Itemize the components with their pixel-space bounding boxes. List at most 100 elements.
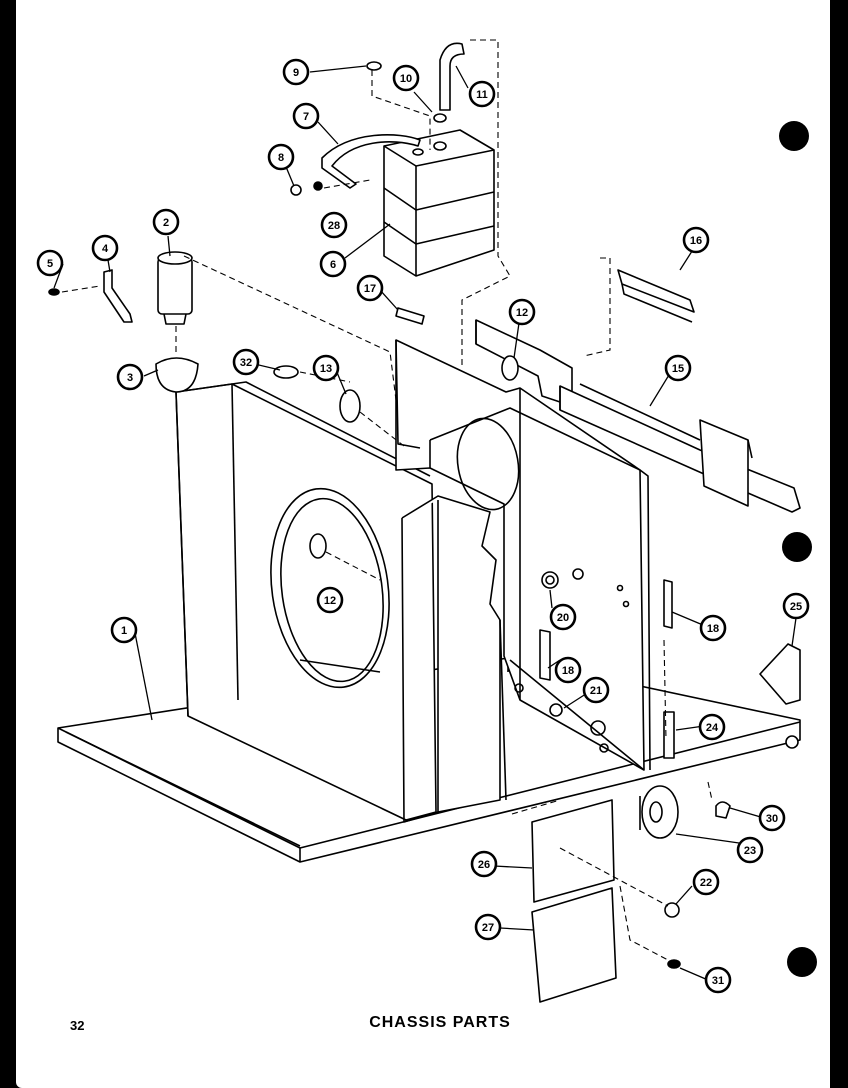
callout-15: 15 xyxy=(664,354,692,382)
nut-22 xyxy=(664,902,680,918)
callout-22: 22 xyxy=(692,868,720,896)
binder-hole xyxy=(782,532,812,562)
callout-13: 13 xyxy=(312,354,340,382)
capacitor-clamp xyxy=(103,269,133,323)
svg-text:6: 6 xyxy=(330,259,336,271)
tank-strap xyxy=(321,134,421,189)
grommet-10 xyxy=(433,113,447,123)
strip-24 xyxy=(663,711,675,759)
svg-text:5: 5 xyxy=(47,258,53,270)
screw-31 xyxy=(667,959,681,969)
callout-12-rear: 12 xyxy=(508,298,536,326)
callout-18-lower: 18 xyxy=(554,656,582,684)
capacitor xyxy=(157,251,193,325)
svg-text:21: 21 xyxy=(590,685,602,697)
drain-hose xyxy=(439,42,465,111)
svg-text:28: 28 xyxy=(328,220,340,232)
callout-12-front: 12 xyxy=(316,586,344,614)
nut-21 xyxy=(549,703,563,717)
svg-text:17: 17 xyxy=(364,283,376,295)
page-number: 32 xyxy=(70,1018,85,1033)
svg-text:12: 12 xyxy=(324,595,336,607)
callout-16: 16 xyxy=(682,226,710,254)
callout-28: 28 xyxy=(320,211,348,239)
screw-5 xyxy=(48,288,60,296)
svg-text:24: 24 xyxy=(706,722,719,734)
svg-text:11: 11 xyxy=(476,89,488,101)
svg-text:18: 18 xyxy=(562,665,574,677)
svg-text:4: 4 xyxy=(102,243,109,255)
svg-text:9: 9 xyxy=(293,67,299,79)
grommet-13 xyxy=(339,389,361,423)
washer-28 xyxy=(313,181,323,191)
page-title: CHASSIS PARTS xyxy=(369,1014,511,1031)
svg-text:31: 31 xyxy=(712,975,724,987)
svg-text:1: 1 xyxy=(121,625,127,637)
svg-text:7: 7 xyxy=(303,111,309,123)
cover-plate-26 xyxy=(531,799,615,903)
svg-text:15: 15 xyxy=(672,363,684,375)
bracket-25 xyxy=(759,643,801,705)
svg-text:8: 8 xyxy=(278,152,284,164)
callout-10: 10 xyxy=(392,64,420,92)
callout-17: 17 xyxy=(356,274,384,302)
callout-30: 30 xyxy=(758,804,786,832)
callout-3: 3 xyxy=(116,363,144,391)
clip-30 xyxy=(715,801,731,819)
binder-hole xyxy=(779,121,809,151)
callout-23: 23 xyxy=(736,836,764,864)
callout-27: 27 xyxy=(474,913,502,941)
callout-11: 11 xyxy=(468,80,496,108)
strip-18-upper xyxy=(663,579,673,629)
svg-text:26: 26 xyxy=(478,859,490,871)
callout-32: 32 xyxy=(232,348,260,376)
svg-text:20: 20 xyxy=(557,612,569,624)
svg-text:18: 18 xyxy=(707,623,719,635)
callout-5: 5 xyxy=(36,249,64,277)
svg-text:3: 3 xyxy=(127,372,133,384)
callout-26: 26 xyxy=(470,850,498,878)
callout-31: 31 xyxy=(704,966,732,994)
svg-text:32: 32 xyxy=(240,357,252,369)
svg-text:13: 13 xyxy=(320,363,332,375)
center-divider-wall xyxy=(395,339,651,771)
plug-9 xyxy=(366,61,382,71)
grommet-20 xyxy=(541,571,559,589)
rear-bracket-plate xyxy=(475,319,573,407)
svg-text:10: 10 xyxy=(400,73,412,85)
bracket-16 xyxy=(617,269,695,323)
callout-7: 7 xyxy=(292,102,320,130)
svg-text:23: 23 xyxy=(744,845,756,857)
binder-hole xyxy=(787,947,817,977)
fan-shroud-panel xyxy=(175,381,437,821)
callout-8: 8 xyxy=(267,143,295,171)
partition-panel xyxy=(401,495,507,823)
cover-plate-27 xyxy=(531,887,617,1003)
callout-18-upper: 18 xyxy=(699,614,727,642)
svg-text:22: 22 xyxy=(700,877,712,889)
svg-text:16: 16 xyxy=(690,235,702,247)
channel-rail xyxy=(559,383,801,513)
strip-17 xyxy=(395,307,425,325)
wheel-23 xyxy=(639,785,679,839)
callout-25: 25 xyxy=(782,592,810,620)
svg-text:25: 25 xyxy=(790,601,802,613)
clip-32 xyxy=(273,365,299,379)
callout-9: 9 xyxy=(282,58,310,86)
svg-text:30: 30 xyxy=(766,813,778,825)
condensate-tank xyxy=(383,129,495,277)
callout-20: 20 xyxy=(549,603,577,631)
screw-8 xyxy=(290,184,302,196)
grommet-12-rear xyxy=(501,355,519,381)
callout-1: 1 xyxy=(110,616,138,644)
callout-4: 4 xyxy=(91,234,119,262)
svg-text:27: 27 xyxy=(482,922,494,934)
callout-24: 24 xyxy=(698,713,726,741)
grommet-12-front xyxy=(309,533,327,559)
strip-18-lower xyxy=(539,629,551,681)
svg-text:2: 2 xyxy=(163,217,169,229)
capacitor-boot xyxy=(155,357,199,393)
callout-6: 6 xyxy=(319,250,347,278)
callout-2: 2 xyxy=(152,208,180,236)
